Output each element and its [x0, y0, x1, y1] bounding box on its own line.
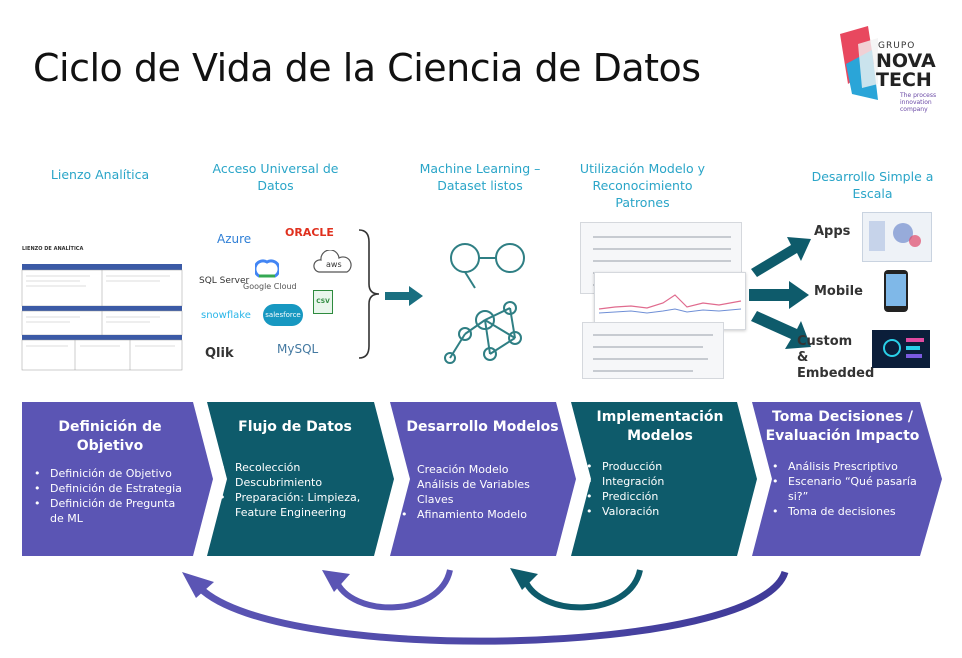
- phase-item: Análisis de Variables Claves: [397, 477, 547, 507]
- phase-item: Análisis Prescriptivo: [768, 459, 918, 474]
- phase-item: Definición de Estrategia: [30, 481, 190, 496]
- feedback-loop-arrows: [0, 556, 962, 658]
- phase-item: Definición de Objetivo: [30, 466, 190, 481]
- phase-item: Producción: [582, 459, 722, 474]
- phase-title-modelos: Desarrollo Modelos: [400, 418, 565, 437]
- phase-item: Escenario “Qué pasaría si?”: [768, 474, 918, 504]
- loop-arrow-teal: [525, 570, 640, 607]
- loop-arrow-large: [200, 572, 785, 641]
- phase-list-implementacion: Producción Integración Predicción Valora…: [582, 459, 722, 519]
- phase-title-objetivo: Definición de Objetivo: [25, 418, 195, 456]
- phase-item: Descubrimiento: [215, 475, 365, 490]
- phase-title-flujo: Flujo de Datos: [215, 418, 375, 437]
- phase-list-flujo: Recolección Descubrimiento Preparación: …: [215, 460, 365, 520]
- phase-item: Definición de Pregunta de ML: [30, 496, 190, 526]
- phase-item: Toma de decisiones: [768, 504, 918, 519]
- phase-title-implementacion: Implementación Modelos: [585, 408, 735, 446]
- phase-item: Preparación: Limpieza, Feature Engineeri…: [215, 490, 365, 520]
- phase-item: Creación Modelo: [397, 462, 547, 477]
- phase-item: Recolección: [215, 460, 365, 475]
- loop-arrow-mid: [336, 570, 450, 607]
- loop-arrow-mid-head: [322, 570, 350, 592]
- phase-title-decisiones: Toma Decisiones / Evaluación Impacto: [760, 408, 925, 446]
- phase-list-objetivo: Definición de Objetivo Definición de Est…: [30, 466, 190, 526]
- phase-item: Valoración: [582, 504, 722, 519]
- phase-item: Predicción: [582, 489, 722, 504]
- loop-arrow-teal-head: [510, 568, 538, 590]
- phase-list-decisiones: Análisis Prescriptivo Escenario “Qué pas…: [768, 459, 918, 519]
- phase-item: Integración: [582, 474, 722, 489]
- phase-item: Afinamiento Modelo: [397, 507, 547, 522]
- phase-list-modelos: Creación Modelo Análisis de Variables Cl…: [397, 462, 547, 522]
